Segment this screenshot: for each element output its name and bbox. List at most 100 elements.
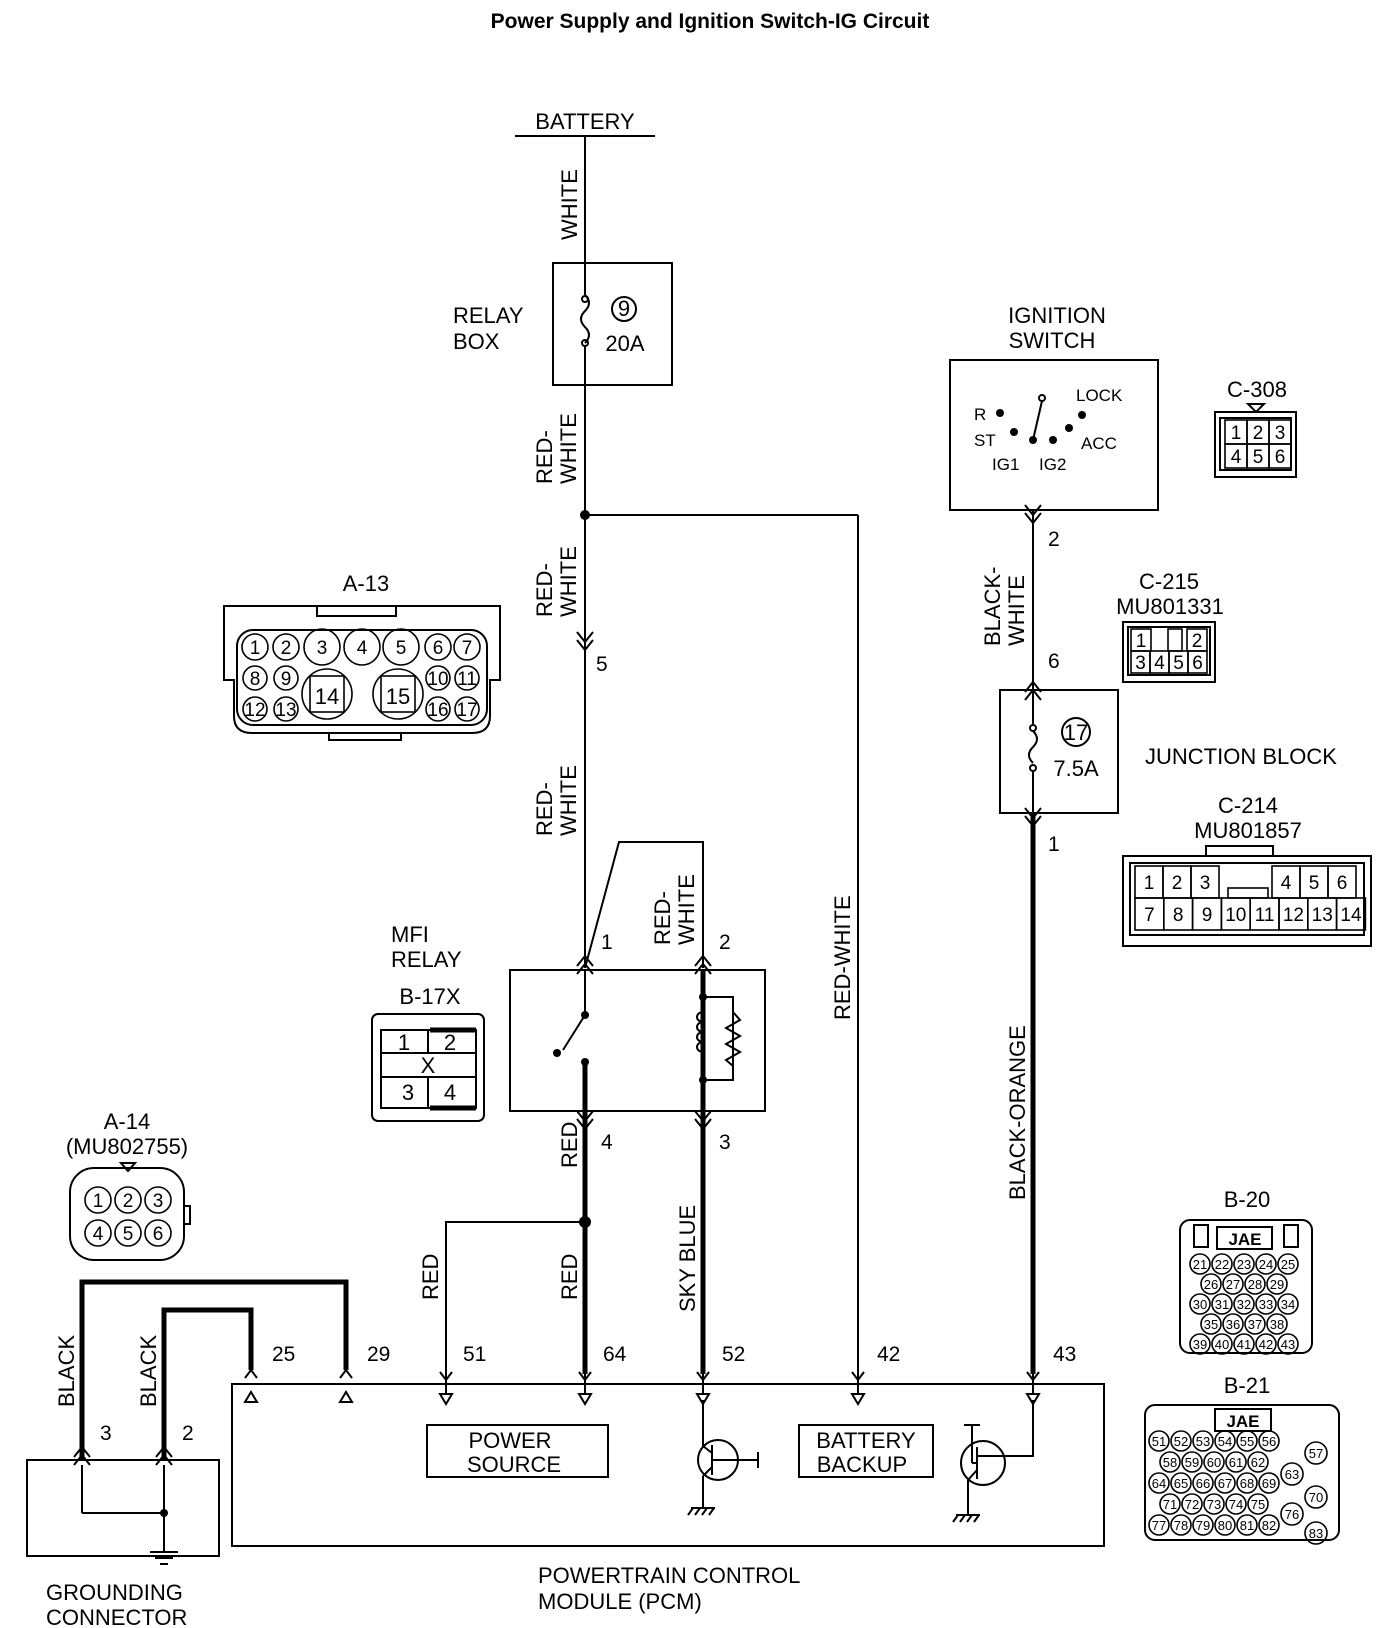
pin-arrow-52 bbox=[695, 1393, 711, 1406]
a13-pin-15: 15 bbox=[386, 684, 410, 709]
wire-label-black-orange: BLACK-ORANGE bbox=[1005, 1025, 1030, 1200]
wire-black-25 bbox=[161, 1307, 254, 1460]
c214-pin-9: 9 bbox=[1202, 905, 1213, 926]
b20-maker: JAE bbox=[1228, 1230, 1261, 1249]
a13-pin-1: 1 bbox=[250, 638, 261, 659]
a13-pin-17: 17 bbox=[456, 700, 477, 721]
wire-label-rw4b: WHITE bbox=[674, 874, 699, 945]
c215-pin-6: 6 bbox=[1192, 653, 1203, 674]
pin-pcm-64: 64 bbox=[603, 1343, 627, 1366]
c214-pin-12: 12 bbox=[1283, 905, 1304, 926]
junction-block-label: JUNCTION BLOCK bbox=[1145, 744, 1337, 769]
switch-pos-ig1: IG1 bbox=[992, 455, 1019, 474]
battery-backup-label-1: BATTERY bbox=[816, 1428, 916, 1453]
pin-3: 3 bbox=[719, 1131, 731, 1154]
pin-arrow-29 bbox=[338, 1390, 354, 1403]
connector-mark-1 bbox=[576, 954, 594, 975]
b21-pin-63: 63 bbox=[1285, 1467, 1299, 1482]
b21-pin-80: 80 bbox=[1218, 1518, 1232, 1533]
wire-label-rw1a: RED- bbox=[532, 430, 557, 484]
pin-ground-2: 2 bbox=[182, 1422, 194, 1445]
a13-pin-6: 6 bbox=[433, 638, 444, 659]
b21-pin-71: 71 bbox=[1163, 1497, 1177, 1512]
c308-pin-1: 1 bbox=[1231, 423, 1242, 444]
b21-pin-59: 59 bbox=[1185, 1455, 1199, 1470]
b21-pin-67: 67 bbox=[1218, 1476, 1232, 1491]
b21-pin-68: 68 bbox=[1240, 1476, 1254, 1491]
b20-pin-40: 40 bbox=[1215, 1337, 1229, 1352]
wire-label-sky-blue: SKY BLUE bbox=[675, 1205, 700, 1312]
relay-box-label-2: BOX bbox=[453, 329, 500, 354]
connector-mark-5 bbox=[576, 631, 594, 652]
b20-pin-36: 36 bbox=[1226, 1317, 1240, 1332]
b21-pin-83: 83 bbox=[1309, 1526, 1323, 1541]
b20-pin-39: 39 bbox=[1193, 1337, 1207, 1352]
b17x-mark: X bbox=[421, 1053, 436, 1078]
pin-pcm-51: 51 bbox=[463, 1343, 486, 1366]
pin-2: 2 bbox=[719, 931, 731, 954]
a14-pin-5: 5 bbox=[123, 1224, 134, 1245]
a14-part: (MU802755) bbox=[66, 1134, 188, 1159]
wire-label-black-2: BLACK bbox=[136, 1335, 161, 1407]
b20-pin-42: 42 bbox=[1259, 1337, 1273, 1352]
b20-pin-41: 41 bbox=[1237, 1337, 1251, 1352]
b20-pin-32: 32 bbox=[1237, 1297, 1251, 1312]
pin-pcm-43: 43 bbox=[1053, 1343, 1076, 1366]
connector-mark-2 bbox=[694, 954, 712, 975]
b21-pin-55: 55 bbox=[1240, 1434, 1254, 1449]
battery-label: BATTERY bbox=[535, 109, 635, 134]
b20-pin-22: 22 bbox=[1215, 1257, 1229, 1272]
b21-pin-78: 78 bbox=[1174, 1518, 1188, 1533]
c214-label: C-214 bbox=[1218, 793, 1278, 818]
fuse-17-rating: 7.5A bbox=[1053, 756, 1099, 781]
b21-pin-52: 52 bbox=[1174, 1434, 1188, 1449]
b21-pin-53: 53 bbox=[1196, 1434, 1210, 1449]
wire-label-white: WHITE bbox=[557, 169, 582, 240]
a13-pin-14: 14 bbox=[315, 684, 339, 709]
b20-pin-28: 28 bbox=[1248, 1277, 1262, 1292]
junction-block: 17 7.5A JUNCTION BLOCK bbox=[999, 689, 1337, 814]
b20-pin-24: 24 bbox=[1259, 1257, 1273, 1272]
c308-label: C-308 bbox=[1227, 377, 1287, 402]
ignition-switch: IGNITION SWITCH R ST LOCK ACC IG1 IG2 bbox=[949, 303, 1159, 511]
b20-pin-23: 23 bbox=[1237, 1257, 1251, 1272]
pcm-label-1: POWERTRAIN CONTROL bbox=[538, 1563, 800, 1588]
a13-pin-3: 3 bbox=[317, 638, 328, 659]
power-source-label-2: SOURCE bbox=[467, 1452, 561, 1477]
b21-pin-76: 76 bbox=[1285, 1507, 1299, 1522]
b21-pin-79: 79 bbox=[1196, 1518, 1210, 1533]
a13-label: A-13 bbox=[343, 571, 389, 596]
switch-pos-st: ST bbox=[974, 431, 996, 450]
switch-pos-r: R bbox=[974, 405, 986, 424]
pin-arrow-25 bbox=[243, 1390, 259, 1403]
wire-label-rw1b: WHITE bbox=[556, 413, 581, 484]
b21-pin-64: 64 bbox=[1152, 1476, 1166, 1491]
ignition-switch-label-2: SWITCH bbox=[1009, 328, 1096, 353]
b21-pin-72: 72 bbox=[1185, 1497, 1199, 1512]
pin-arrow-51 bbox=[438, 1393, 454, 1406]
wire-label-rw4a: RED- bbox=[650, 891, 675, 945]
b20-pin-37: 37 bbox=[1248, 1317, 1262, 1332]
wire-label-black-1: BLACK bbox=[54, 1335, 79, 1407]
wire-label-red-1: RED bbox=[557, 1122, 582, 1168]
a14-pin-1: 1 bbox=[93, 1191, 104, 1212]
relay-box-label-1: RELAY bbox=[453, 303, 524, 328]
a13-pin-9: 9 bbox=[281, 669, 292, 690]
a14-pin-6: 6 bbox=[153, 1224, 164, 1245]
pin-5: 5 bbox=[596, 653, 608, 676]
b21-pin-66: 66 bbox=[1196, 1476, 1210, 1491]
c214-pin-6: 6 bbox=[1337, 873, 1348, 894]
battery-backup-label-2: BACKUP bbox=[817, 1452, 907, 1477]
c215-pin-4: 4 bbox=[1154, 653, 1165, 674]
pin-ground-3: 3 bbox=[100, 1422, 112, 1445]
c308-pin-5: 5 bbox=[1253, 447, 1264, 468]
connector-mark-ig2 bbox=[1024, 504, 1042, 525]
